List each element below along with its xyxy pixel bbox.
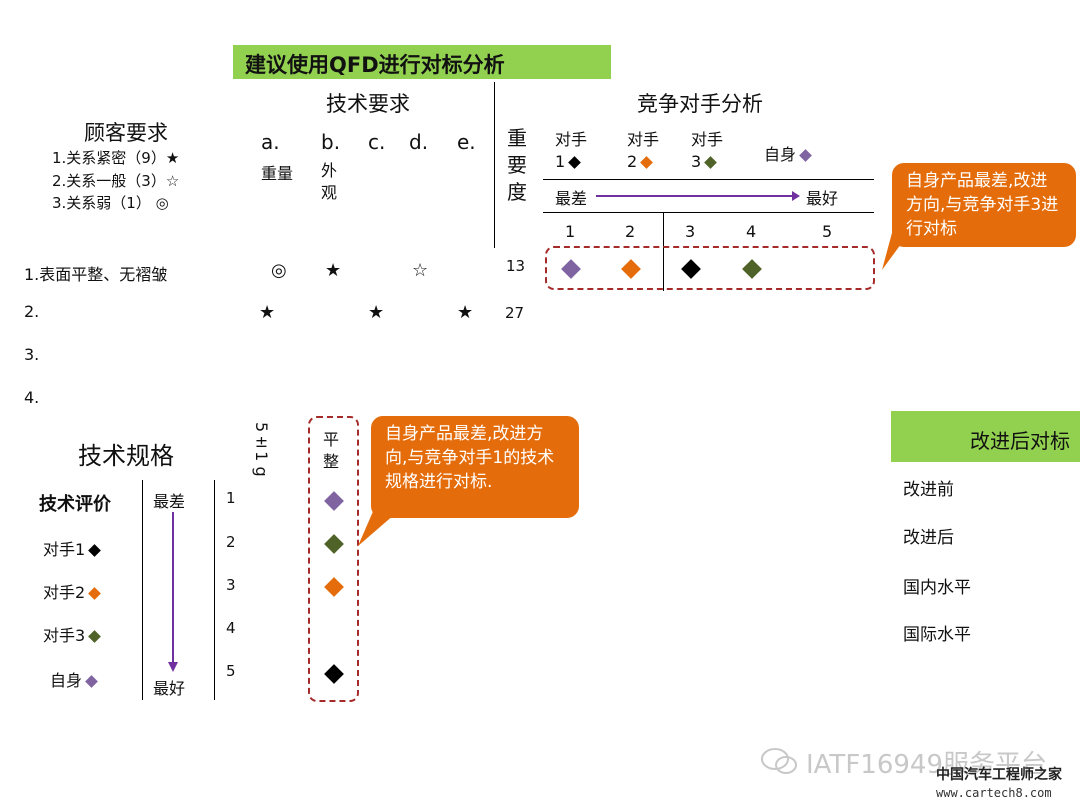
scale-num-3: 3 xyxy=(685,222,696,241)
tech-col-d-letter: d. xyxy=(409,130,429,154)
diamond-icon xyxy=(704,156,718,169)
row-2-importance: 27 xyxy=(505,304,525,322)
diamond-icon xyxy=(88,587,102,600)
spec-eval-title: 技术评价 xyxy=(39,494,111,515)
scale-bottom-line xyxy=(543,212,874,213)
diamond-icon xyxy=(640,156,654,169)
diamond-icon xyxy=(88,630,102,643)
scale-num-2: 2 xyxy=(625,222,636,241)
row-1-label: 1.表面平整、无褶皱 xyxy=(24,265,168,284)
row-2-mark-c: ★ xyxy=(368,302,385,323)
spec-num-3: 3 xyxy=(226,576,236,594)
legend-strong: 1.关系紧密（9）★ xyxy=(52,149,180,167)
competitor-2-header: 对手 2 xyxy=(627,130,660,171)
watermark-text: IATF16949服务平台 xyxy=(806,750,1047,780)
spec-item-competitor-3: 对手3 xyxy=(43,622,102,646)
title-banner: 建议使用QFD进行对标分析 xyxy=(233,45,611,79)
title-text: 建议使用QFD进行对标分析 xyxy=(245,53,505,77)
scale-num-5: 5 xyxy=(822,222,833,241)
tech-col-c-letter: c. xyxy=(368,130,386,154)
tech-col-b-letter: b. xyxy=(321,130,341,154)
improve-header-box xyxy=(891,411,1080,462)
spec-num-1: 1 xyxy=(226,489,236,507)
improve-row-after: 改进后 xyxy=(903,528,954,548)
spec-left-divider xyxy=(142,480,143,700)
flat-label: 平 整 xyxy=(323,430,340,471)
spec-worst-label: 最差 xyxy=(153,492,186,511)
tech-col-b-sub: 外 观 xyxy=(321,161,338,202)
callout-bottom: 自身产品最差,改进方向,与竞争对手1的技术规格进行对标. xyxy=(371,416,579,518)
flat-highlight-box xyxy=(308,416,359,702)
competitor-header: 竞争对手分析 xyxy=(637,92,763,116)
spec-num-2: 2 xyxy=(226,533,236,551)
spec-right-divider xyxy=(214,480,215,700)
row-1-mark-a: ◎ xyxy=(271,260,287,281)
tech-req-header: 技术要求 xyxy=(326,92,410,116)
legend-medium: 2.关系一般（3）☆ xyxy=(52,172,180,190)
row1-highlight-box xyxy=(545,246,875,290)
row-3-label: 3. xyxy=(24,345,40,364)
scale-num-1: 1 xyxy=(565,222,576,241)
spec-num-5: 5 xyxy=(226,662,236,680)
scale-arrow-icon xyxy=(596,191,800,201)
diamond-icon xyxy=(799,149,812,162)
scale-best-label: 最好 xyxy=(806,189,839,208)
spec-item-competitor-1: 对手1 xyxy=(43,536,102,560)
row-2-label: 2. xyxy=(24,302,40,321)
row-1-mark-d: ☆ xyxy=(412,260,429,281)
watermark-url: www.cartech8.com xyxy=(936,786,1052,800)
diamond-icon xyxy=(85,675,98,688)
tech-col-e-letter: e. xyxy=(457,130,476,154)
spec-item-self: 自身 xyxy=(50,667,98,691)
competitor-3-header: 对手 3 xyxy=(691,130,724,171)
row-1-mark-b: ★ xyxy=(325,260,342,281)
customer-req-header: 顾客要求 xyxy=(84,121,168,145)
scale-worst-label: 最差 xyxy=(555,189,588,208)
legend-weak: 3.关系弱（1） ◎ xyxy=(52,194,169,212)
scale-num-4: 4 xyxy=(746,222,757,241)
spec-item-competitor-2: 对手2 xyxy=(43,579,102,603)
tech-col-a-sub: 重量 xyxy=(261,164,294,183)
improve-row-international: 国际水平 xyxy=(903,625,971,645)
diamond-icon xyxy=(568,156,582,169)
improve-title: 改进后对标 xyxy=(970,429,1070,453)
improve-row-before: 改进前 xyxy=(903,480,954,500)
spec-down-arrow-icon xyxy=(168,512,178,672)
header-divider xyxy=(494,82,495,248)
spec-value: 5±1 g xyxy=(252,422,271,477)
wechat-icon xyxy=(761,748,797,774)
competitor-1-header: 对手 1 xyxy=(555,130,588,171)
scale-mid-divider xyxy=(663,213,664,291)
improve-row-domestic: 国内水平 xyxy=(903,578,971,598)
callout-top: 自身产品最差,改进方向,与竞争对手3进行对标 xyxy=(892,163,1076,247)
row-1-importance: 13 xyxy=(506,257,526,275)
diamond-icon xyxy=(88,544,102,557)
importance-header: 重 要 度 xyxy=(507,126,527,204)
scale-top-line xyxy=(543,179,874,180)
row-2-mark-e: ★ xyxy=(457,302,474,323)
self-header: 自身 xyxy=(764,141,812,165)
row-4-label: 4. xyxy=(24,388,40,407)
spec-best-label: 最好 xyxy=(153,679,186,698)
watermark-brand: 中国汽车工程师之家 xyxy=(936,767,1062,783)
spec-title: 技术规格 xyxy=(78,442,174,470)
row-2-mark-a: ★ xyxy=(259,302,276,323)
spec-num-4: 4 xyxy=(226,619,236,637)
tech-col-a-letter: a. xyxy=(261,130,280,154)
